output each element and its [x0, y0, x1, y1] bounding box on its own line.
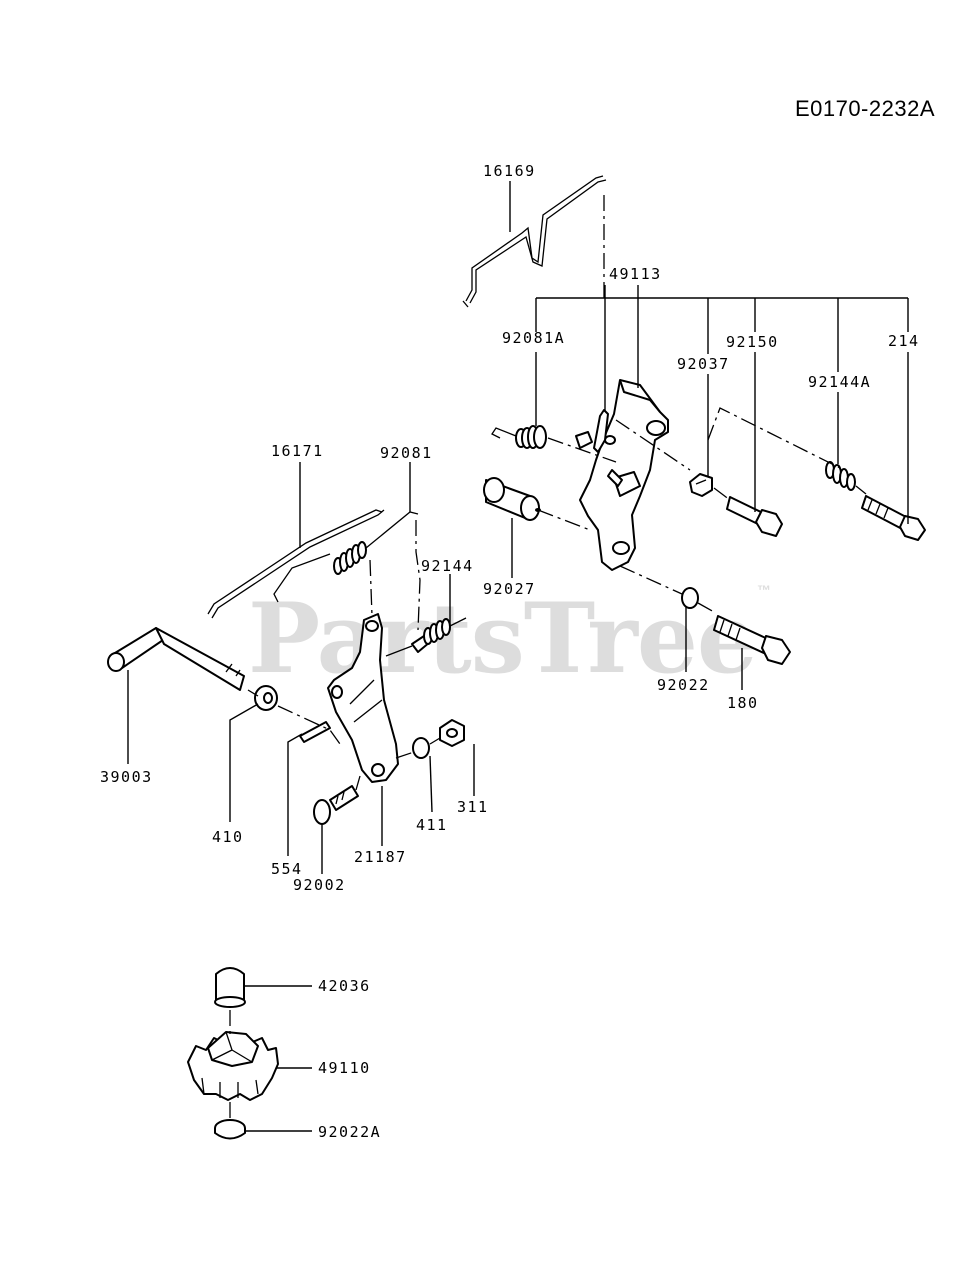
callout-39003: 39003: [100, 768, 153, 786]
part-180-bolt: [713, 615, 791, 665]
callout-92022A: 92022A: [318, 1123, 381, 1141]
part-410-washer: [254, 685, 278, 711]
watermark-text: PartsTree: [248, 582, 758, 695]
part-92150-bolt: [726, 496, 783, 537]
callout-92081A: 92081A: [502, 329, 565, 347]
part-92022-washer: [681, 587, 699, 609]
part-39003-lever-shaft: [107, 627, 245, 691]
part-554-pin: [299, 721, 331, 743]
part-92081-spring: [333, 511, 419, 575]
callout-labels: 16169 49113 92081A 92037 92150 214 92144…: [100, 162, 920, 1141]
callout-16169: 16169: [483, 162, 536, 180]
callout-92150: 92150: [726, 333, 779, 351]
callout-92037: 92037: [677, 355, 730, 373]
part-214-bolt: [861, 495, 926, 541]
callout-49110: 49110: [318, 1059, 371, 1077]
part-49113-control-plate: [575, 379, 669, 571]
part-21187-control-lever: [327, 613, 399, 783]
part-92027-collar: [483, 477, 541, 521]
callout-311: 311: [457, 798, 489, 816]
diagram-code: E0170-2232A: [794, 96, 935, 121]
assembly-lines: [229, 195, 867, 1120]
watermark-trademark: ™: [756, 582, 771, 598]
callout-411: 411: [416, 816, 448, 834]
part-49110-knob: [187, 1031, 279, 1101]
part-411-washer: [412, 737, 430, 759]
part-92144A-spring: [825, 461, 856, 491]
callout-92027: 92027: [483, 580, 536, 598]
callout-92002: 92002: [293, 876, 346, 894]
part-92037-clip: [689, 473, 713, 497]
part-42036-cap: [214, 967, 246, 1008]
callout-214: 214: [888, 332, 920, 350]
callout-92144: 92144: [421, 557, 474, 575]
part-16169-link-rod: [462, 175, 607, 308]
callout-92081: 92081: [380, 444, 433, 462]
callout-42036: 42036: [318, 977, 371, 995]
callout-410: 410: [212, 828, 244, 846]
callout-16171: 16171: [271, 442, 324, 460]
part-92002-screw: [313, 785, 359, 825]
part-92022A-washer: [214, 1119, 246, 1140]
callout-180: 180: [727, 694, 759, 712]
callout-92144A: 92144A: [808, 373, 871, 391]
part-92081A-spring: [491, 425, 547, 449]
part-92144-spring: [385, 617, 467, 657]
leader-lines: [127, 181, 909, 1132]
callout-554: 554: [271, 860, 303, 878]
part-16171-link-rod: [207, 509, 385, 619]
part-311-nut: [439, 719, 465, 747]
callout-49113: 49113: [609, 265, 662, 283]
callout-92022: 92022: [657, 676, 710, 694]
watermark: PartsTree™: [248, 582, 771, 695]
callout-21187: 21187: [354, 848, 407, 866]
